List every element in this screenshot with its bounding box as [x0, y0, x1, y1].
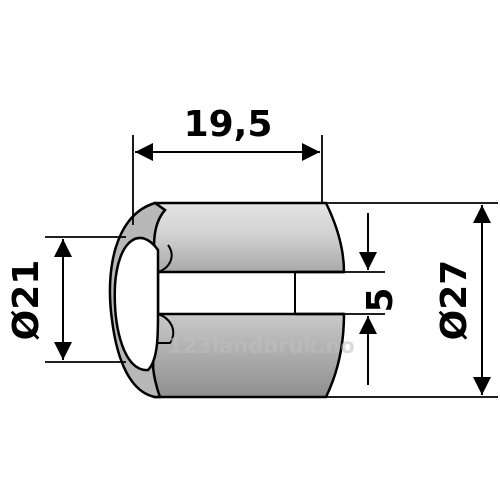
slot-lines: [294, 270, 344, 316]
outer-diameter-label: Ø27: [434, 260, 475, 341]
front-face-ring: [108, 201, 175, 399]
extension-lines: [45, 135, 498, 398]
bushing-upper-half: [151, 201, 346, 274]
watermark-text: 123landbruk.no: [168, 334, 355, 358]
dimension-lines: [54, 143, 491, 395]
inner-diameter-label: Ø21: [6, 260, 47, 341]
length-label: 19,5: [184, 104, 273, 145]
slot-width-label: 5: [360, 287, 401, 312]
